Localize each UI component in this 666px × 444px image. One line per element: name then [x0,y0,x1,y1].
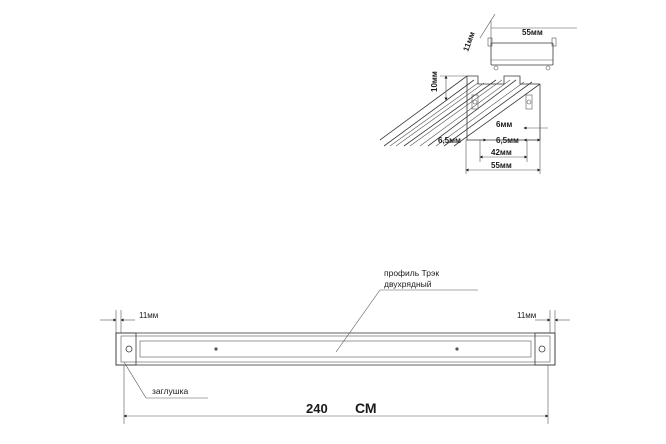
extrusion-body [379,75,541,147]
length-unit: СМ [355,400,377,416]
left-gap-label: 11мм [139,311,158,320]
dim-55-bottom-label: 55мм [491,161,512,170]
right-gap-label: 11мм [517,311,536,320]
side-height-label: 10мм [430,71,439,92]
dim-6-5-left-label: 6,5мм [438,136,461,145]
end-cap-right [534,332,556,366]
top-width-label: 55мм [522,28,543,37]
profile-outline [115,332,556,366]
profile-front-view [115,332,556,366]
dim-42-label: 42мм [491,148,512,157]
end-cap-label: заглушка [152,386,188,396]
profile-label-line2: двухрядный [384,279,432,289]
cross-section-detail: 55мм 11мм 10мм [379,13,577,174]
dim-6mm-label: 6мм [496,120,512,129]
top-height-label: 11мм [461,30,476,52]
length-value: 240 [306,401,328,416]
profile-label-line1: профиль Трэк [384,268,439,278]
dim-6-5-right-label: 6,5мм [496,136,519,145]
mini-profile-section [487,37,557,71]
